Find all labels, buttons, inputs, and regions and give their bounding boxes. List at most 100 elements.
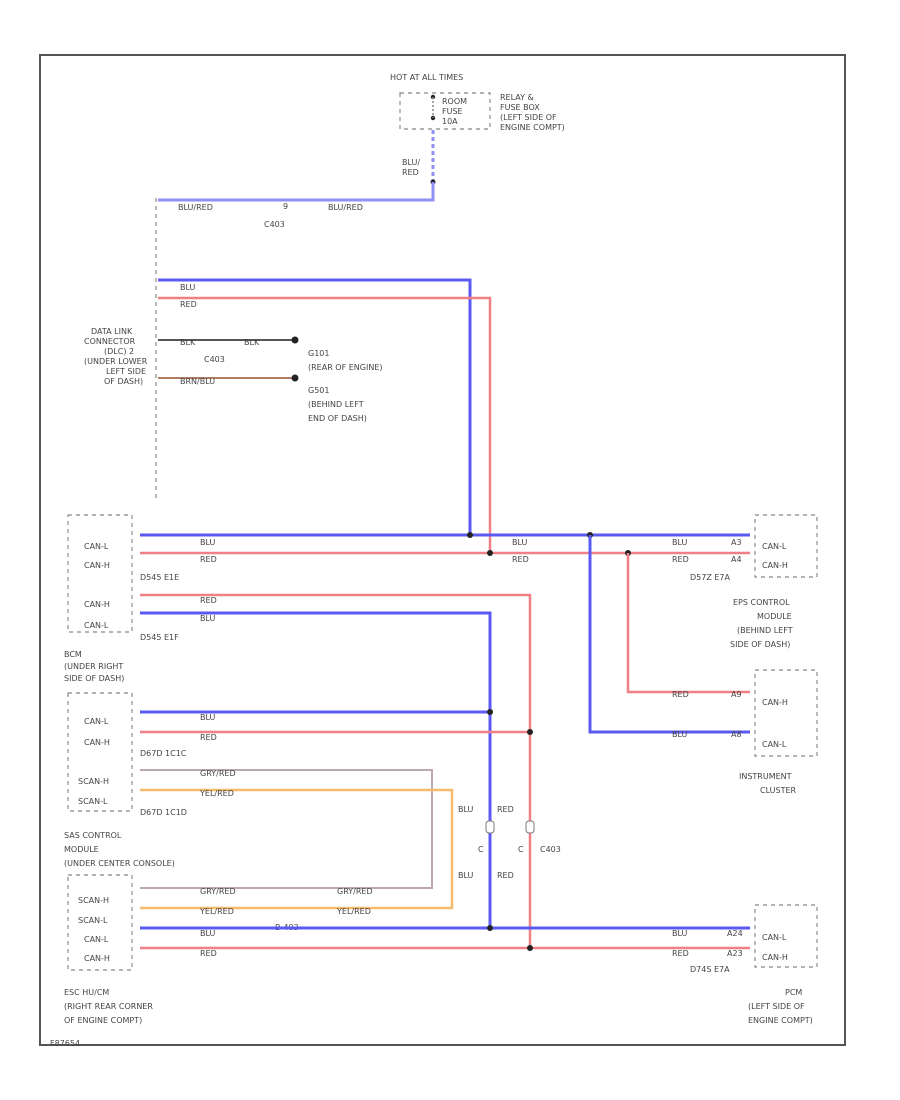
feed-wire-label-left: BLU/RED (178, 203, 213, 212)
g501-wire-label: BRN/BLU (180, 377, 215, 386)
feed-wire-label-right: BLU/RED (328, 203, 363, 212)
pcm-can-l-pin: CAN-L (762, 933, 787, 942)
ic-can-l-pin: CAN-L (762, 740, 787, 749)
esc-label-1: ESC HU/CM (64, 988, 109, 997)
sas-scan-l-pin: SCAN-L (78, 797, 108, 806)
pcm-can-h-pin: CAN-H (762, 953, 788, 962)
bcm-location-2: SIDE OF DASH) (64, 674, 124, 683)
sas-label-2: MODULE (64, 845, 99, 854)
pcm-outline (754, 904, 818, 968)
connector-pin-a: 9 (283, 202, 288, 211)
eps-can-h-pin: CAN-H (762, 561, 788, 570)
dlc-blu-label: BLU (180, 283, 196, 292)
splice-red-4 (527, 945, 533, 951)
ic-pin-1: A9 (731, 690, 742, 699)
dlc-label-2: CONNECTOR (84, 337, 136, 346)
eps-module: CAN-L CAN-H D57Z E7A BLU RED A3 A4 EPS C… (672, 514, 818, 649)
sas-scan-h-pin: SCAN-H (78, 777, 109, 786)
c403-label-top: C403 (264, 220, 285, 229)
splice-blu-4 (487, 925, 493, 931)
eps-connector: D57Z E7A (690, 573, 731, 582)
relay-box-label-1: RELAY & (500, 93, 534, 102)
esc-scan-l-pin: SCAN-L (78, 916, 108, 925)
g101-wire-label: BLK (180, 338, 196, 347)
g101-ground-symbol (291, 336, 299, 344)
pcm-label-3: ENGINE COMPT) (748, 1016, 813, 1025)
sas-can-l-pin: CAN-L (84, 717, 109, 726)
bus-red-label-2: RED (512, 555, 529, 564)
ic-red-wire (626, 553, 750, 694)
scan-l-wire (140, 788, 454, 910)
eps-label-4: SIDE OF DASH) (730, 640, 790, 649)
g501-ground-symbol (291, 374, 299, 382)
relay-box-label-3: (LEFT SIDE OF (500, 113, 557, 122)
ic-label-2: CLUSTER (760, 786, 797, 795)
vert-red-label-2: RED (497, 871, 514, 880)
bcm-label: BCM (64, 650, 82, 659)
g501-location-1: (BEHIND LEFT (308, 400, 364, 409)
ic-can-h-pin: CAN-H (762, 698, 788, 707)
c403-connector-blu (485, 820, 495, 834)
fuse-box-outline (399, 92, 491, 130)
esc-label-2: (RIGHT REAR CORNER (64, 1002, 153, 1011)
bcm-module: CAN-L CAN-H D545 E1E CAN-H CAN-L D545 E1… (64, 514, 179, 683)
sas-red-label: RED (200, 733, 217, 742)
ic-red-label: RED (672, 690, 689, 699)
ic-outline (754, 669, 818, 757)
relay-box-label-4: ENGINE COMPT) (500, 123, 565, 132)
eps-outline (754, 514, 818, 578)
dlc-label-3: (DLC) 2 (104, 347, 134, 356)
eps-pin-2: A4 (731, 555, 742, 564)
fuse-label-3: 10A (442, 117, 458, 126)
dlc-red-label: RED (180, 300, 197, 309)
bcm-can-l2-pin: CAN-L (84, 621, 109, 630)
g101-connector-label: C403 (204, 355, 225, 364)
eps-red-label: RED (672, 555, 689, 564)
eps-can-l-pin: CAN-L (762, 542, 787, 551)
vert-blu-label-1: BLU (458, 805, 474, 814)
splice-blu-3 (487, 709, 493, 715)
esc-scan-h-pin: SCAN-H (78, 896, 109, 905)
ic-label-1: INSTRUMENT (739, 772, 792, 781)
sas-gry-label: GRY/RED (200, 769, 236, 778)
eps-pin-1: A3 (731, 538, 742, 547)
ic-blu-wire (588, 535, 750, 734)
sas-outline (67, 692, 133, 812)
dlc-red-wire (158, 296, 492, 553)
feed-wire-label-2: RED (402, 168, 419, 177)
diagram-frame (39, 54, 846, 1046)
esc-module: SCAN-H SCAN-L CAN-L CAN-H ESC HU/CM (RIG… (64, 874, 153, 1025)
pcm-label-1: PCM (785, 988, 802, 997)
pcm-pin-1: A24 (727, 929, 743, 938)
esc-yel-label: YEL/RED (199, 907, 234, 916)
ic-pin-2: A8 (731, 730, 742, 739)
esc-label-3: OF ENGINE COMPT) (64, 1016, 142, 1025)
diagram-id-footer: F87654 (50, 1039, 80, 1048)
splice-blu-1 (467, 532, 473, 538)
sas-can-h-pin: CAN-H (84, 738, 110, 747)
splice-red-3 (527, 729, 533, 735)
sas-label-1: SAS CONTROL (64, 831, 122, 840)
sas-blu-label: BLU (200, 713, 216, 722)
vert-c-label-1: C (478, 845, 484, 854)
dlc-label-6: OF DASH) (104, 377, 143, 386)
esc-red-label: RED (200, 949, 217, 958)
bcm-connector-1: D545 E1E (140, 573, 179, 582)
g501-label: G501 (308, 386, 329, 395)
bcm-can-h-pin: CAN-H (84, 561, 110, 570)
sas-yel-label: YEL/RED (199, 789, 234, 798)
eps-blu-label: BLU (672, 538, 688, 547)
sas-connector-1: D67D 1C1C (140, 749, 187, 758)
esc-gry-label-2: GRY/RED (337, 887, 373, 896)
bus-blu-label: BLU (200, 538, 216, 547)
bcm-red-label-2: RED (200, 596, 217, 605)
esc-outline (67, 874, 133, 971)
dlc-blu-wire (158, 278, 472, 535)
esc-can-l-pin: CAN-L (84, 935, 109, 944)
bcm-can-l-pin: CAN-L (84, 542, 109, 551)
sas-connector-2: D67D 1C1D (140, 808, 187, 817)
bcm-location-1: (UNDER RIGHT (64, 662, 123, 671)
bus-red-label: RED (200, 555, 217, 564)
relay-box-label-2: FUSE BOX (500, 103, 540, 112)
